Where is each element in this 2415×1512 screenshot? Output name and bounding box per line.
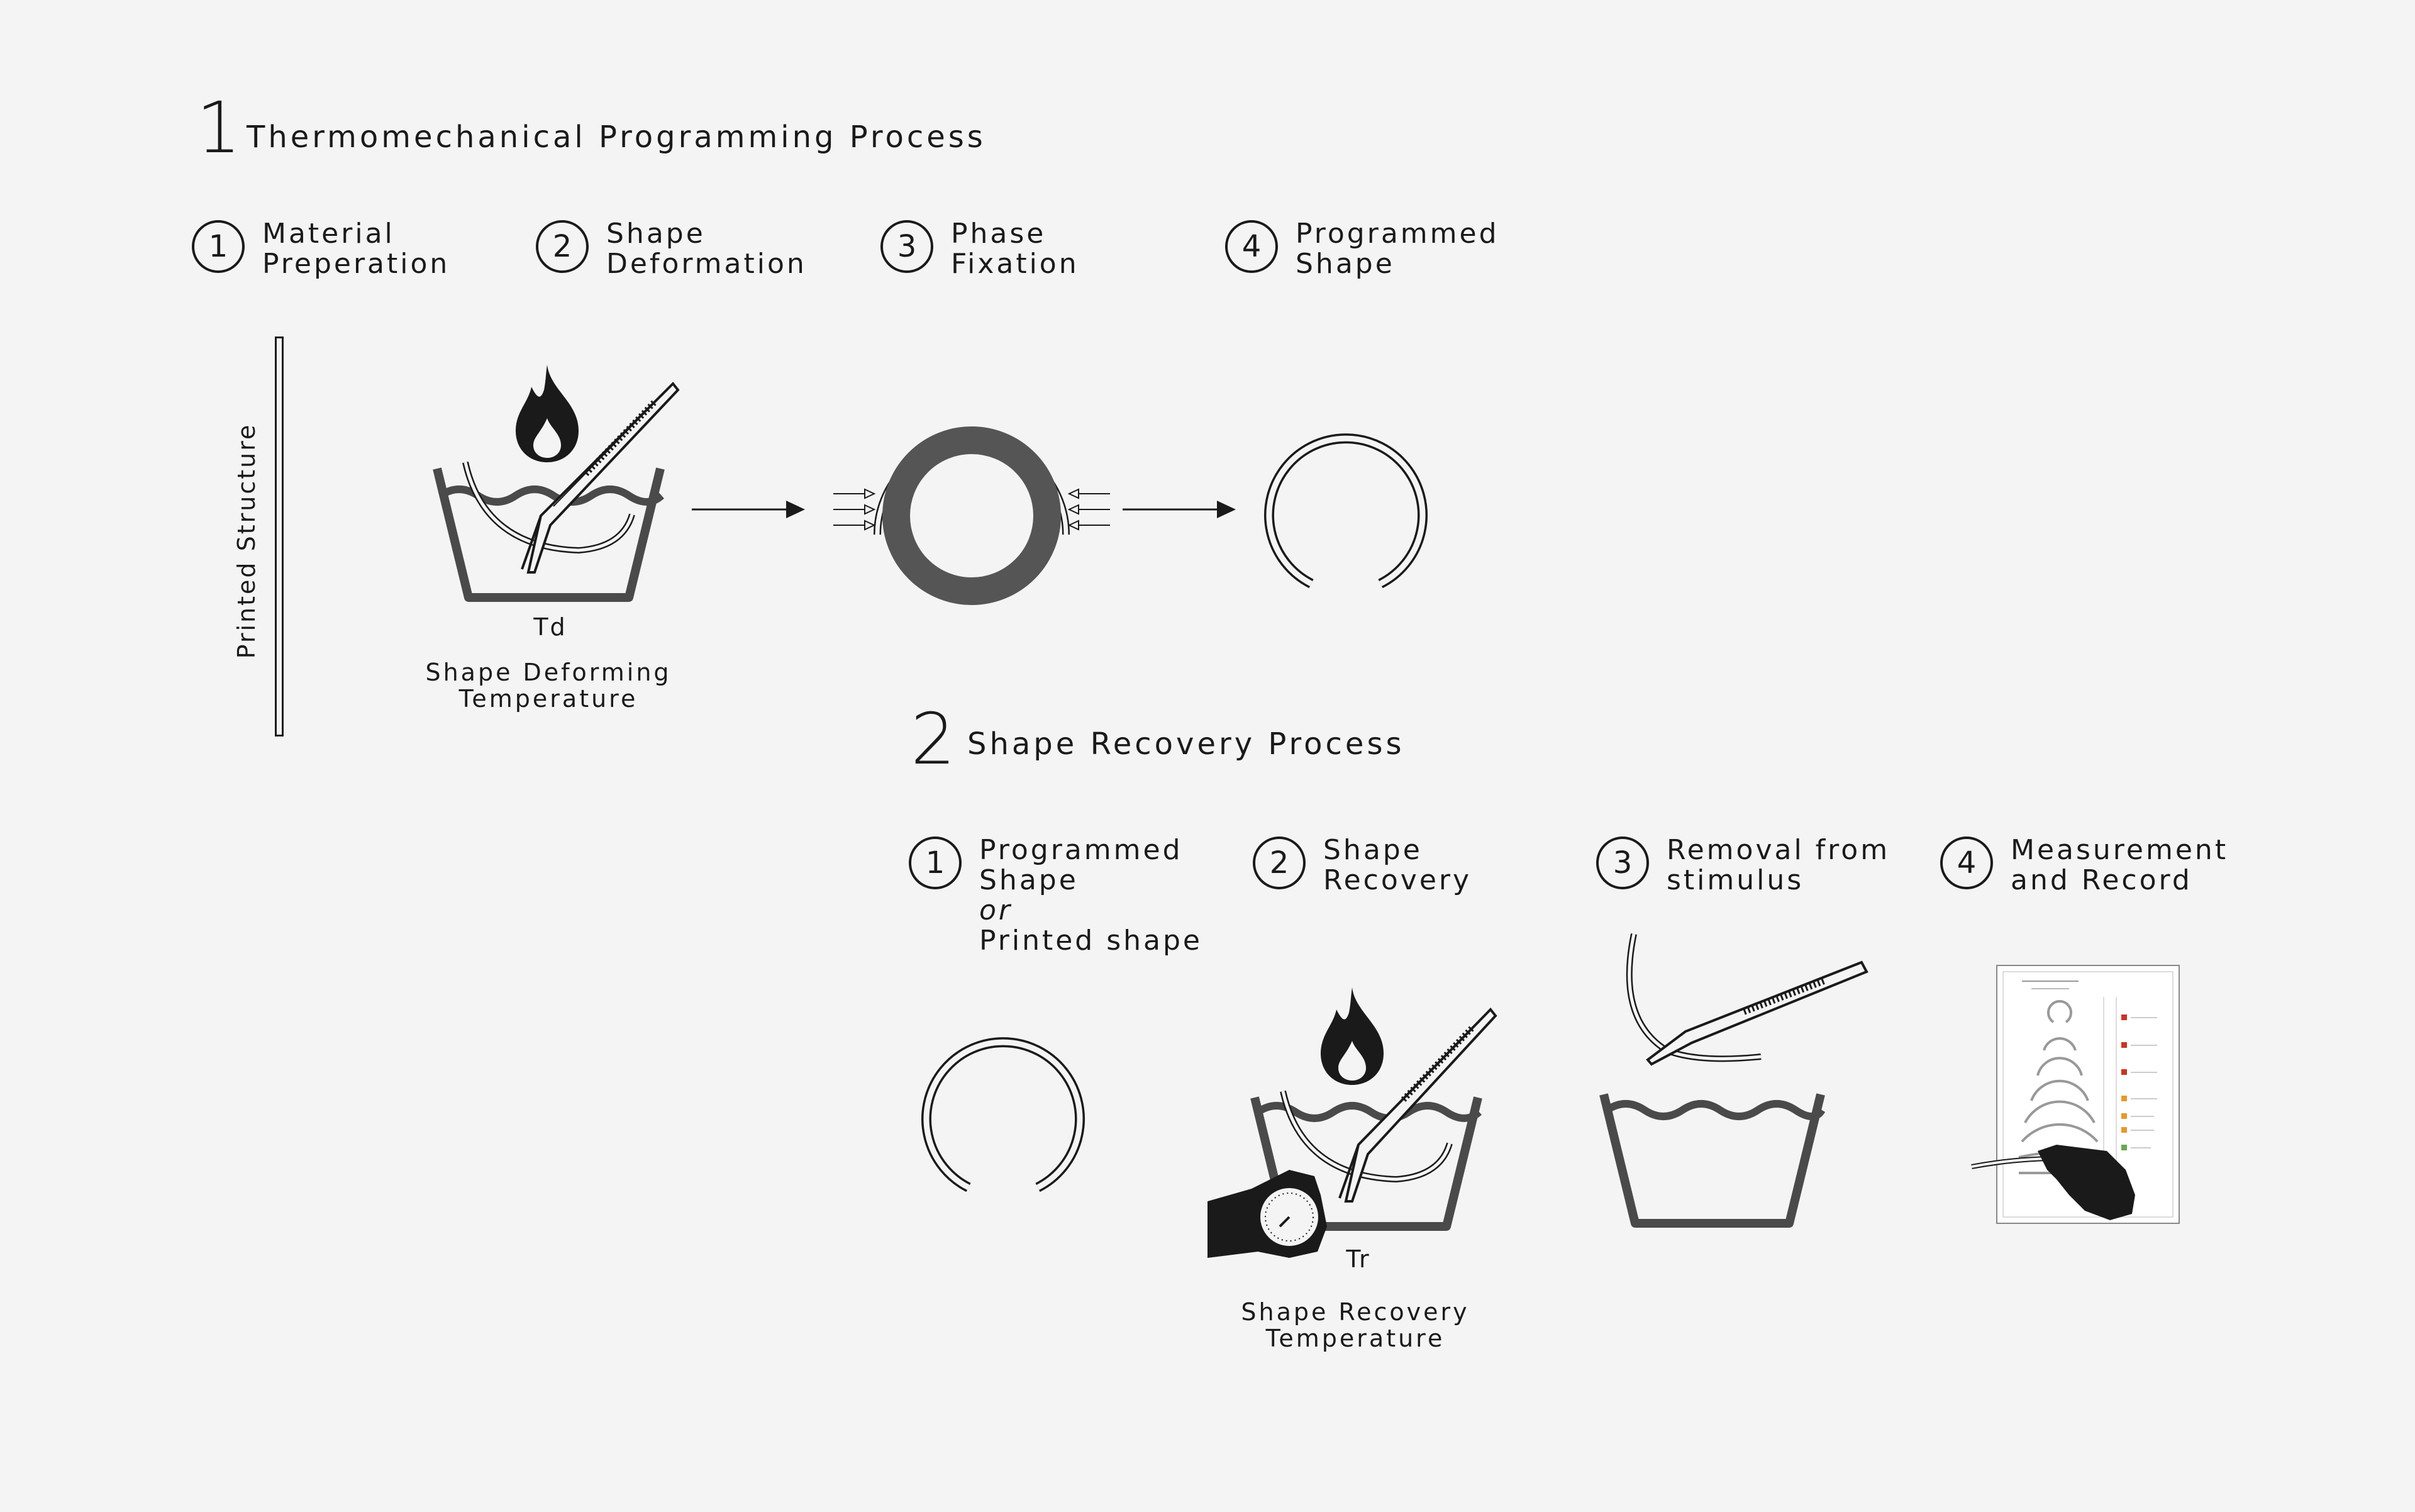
recovery-bath-icon <box>1208 987 1497 1258</box>
s1-step-2: 2 Shape Deformation <box>536 219 807 279</box>
caption-line: Shape Recovery <box>1241 1298 1470 1326</box>
section-1-title: Thermomechanical Programming Process <box>247 120 986 155</box>
step-label: Material Preperation <box>262 219 450 279</box>
heated-bath-icon <box>433 365 680 602</box>
step-number-circle: 3 <box>880 220 933 273</box>
caption-line: Shape Deforming <box>425 659 672 686</box>
step-label-line: Shape <box>979 864 1079 896</box>
s1-step-4: 4 Programmed Shape <box>1225 219 1499 279</box>
step-label-line: stimulus <box>1667 864 1804 896</box>
step-number-circle: 1 <box>909 837 962 889</box>
arrow-right-icon <box>692 501 805 518</box>
flame-icon <box>516 365 579 462</box>
section-2-title: Shape Recovery Process <box>967 726 1405 762</box>
removal-bath-icon <box>1599 933 1868 1228</box>
s2-step-2: 2 Shape Recovery <box>1253 835 1472 896</box>
s2-step-1: 1 Programmed Shape or Printed shape <box>909 835 1202 956</box>
printed-structure-text: Printed Structure <box>233 423 260 659</box>
tweezers-icon <box>521 382 680 574</box>
step-number-circle: 4 <box>1225 220 1278 273</box>
step-number-circle: 3 <box>1596 837 1649 889</box>
s1-step-1: 1 Material Preperation <box>192 219 450 279</box>
td-caption: Shape Deforming Temperature <box>423 659 674 712</box>
step-label-line: Removal from <box>1667 834 1890 866</box>
step-label-line: Fixation <box>951 248 1079 280</box>
step-label-line: Material <box>262 218 395 250</box>
step-label: Shape Recovery <box>1323 835 1472 896</box>
step-label-line: Programmed <box>979 834 1183 866</box>
step-label-line: Shape <box>1323 834 1423 866</box>
section-2-number: 2 <box>911 699 956 781</box>
step-label: Removal from stimulus <box>1667 835 1890 896</box>
step-number-circle: 1 <box>192 220 245 273</box>
step-number-circle: 2 <box>536 220 589 273</box>
s1-step-3: 3 Phase Fixation <box>880 219 1079 279</box>
step-label: Shape Deformation <box>606 219 807 279</box>
step-label-line: Shape <box>1296 248 1395 280</box>
step-label-line: Printed shape <box>979 925 1202 957</box>
step-number-circle: 4 <box>1940 837 1993 889</box>
caption-line: Temperature <box>458 685 638 713</box>
flame-icon <box>1321 987 1384 1085</box>
tr-caption: Shape Recovery Temperature <box>1230 1299 1481 1352</box>
step-label-line: Phase <box>951 218 1046 250</box>
open-ring-icon <box>921 1037 1085 1192</box>
step-label-line: Preperation <box>262 248 450 280</box>
s2-step-4: 4 Measurement and Record <box>1940 835 2228 896</box>
step-label-line: and Record <box>2011 864 2192 896</box>
step-label-line: Deformation <box>606 248 807 280</box>
step-label: Phase Fixation <box>951 219 1079 279</box>
step-label-line: Shape <box>606 218 706 250</box>
printed-structure-bar <box>275 336 284 737</box>
step-label-line: or <box>979 894 1013 926</box>
step-label: Programmed Shape <box>1296 219 1499 279</box>
s2-step-3: 3 Removal from stimulus <box>1596 835 1890 896</box>
step-label-line: Programmed <box>1296 218 1499 250</box>
stopwatch-hand-icon <box>1208 1170 1327 1258</box>
td-label: Td <box>533 613 567 641</box>
tweezers-icon <box>1646 960 1868 1066</box>
step-number-circle: 2 <box>1253 837 1306 889</box>
caption-line: Temperature <box>1265 1325 1445 1352</box>
step-label-line: Measurement <box>2011 834 2229 866</box>
step-label-line: Recovery <box>1323 864 1472 896</box>
arrow-right-icon <box>1123 501 1236 518</box>
tweezers-icon <box>1338 1007 1497 1203</box>
measurement-record-icon <box>1971 965 2180 1224</box>
open-ring-icon <box>1264 433 1428 589</box>
tr-label: Tr <box>1346 1245 1371 1273</box>
section-1-number: 1 <box>196 87 242 169</box>
step-label: Programmed Shape or Printed shape <box>979 835 1202 956</box>
fixation-ring-icon <box>833 426 1110 605</box>
step-label: Measurement and Record <box>2011 835 2228 896</box>
hand-icon <box>2038 1145 2135 1220</box>
